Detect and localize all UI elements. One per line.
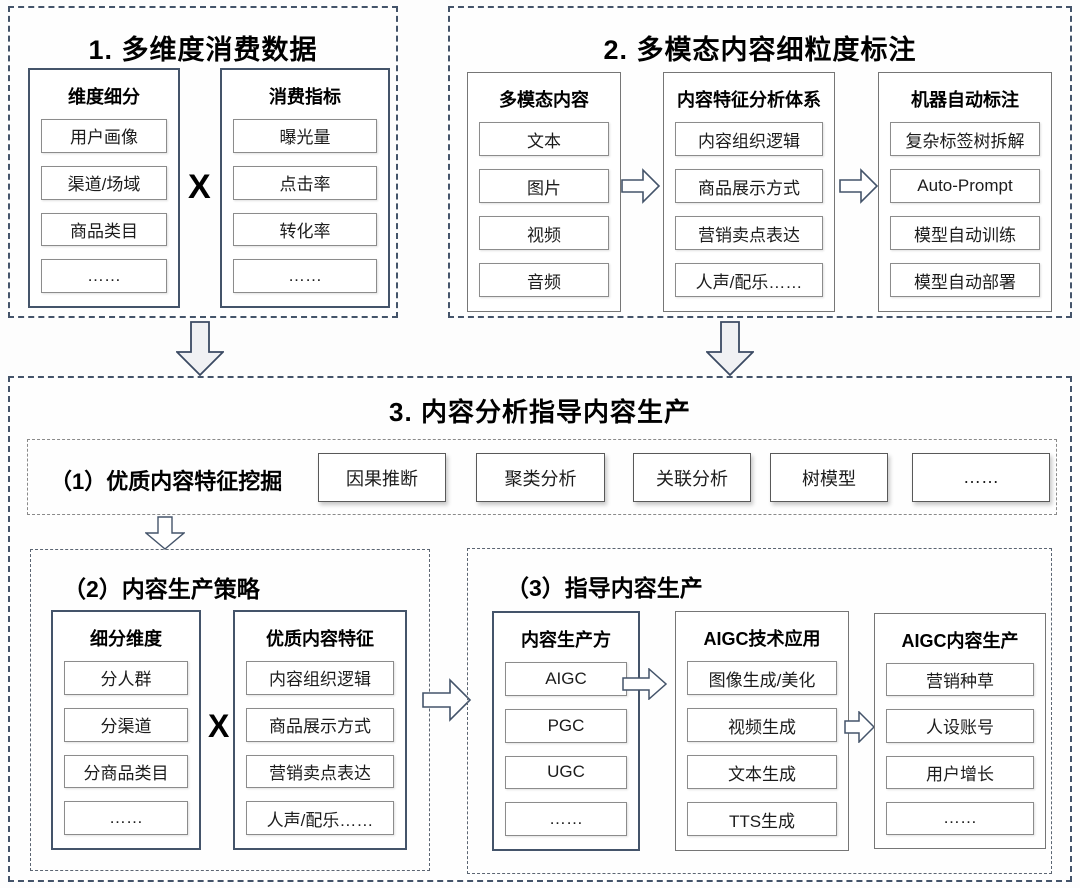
guided-production-box: （3）指导内容生产 内容生产方 AIGC PGC UGC …… AIGC技术应用… [467, 548, 1052, 874]
multimodal-content-container: 多模态内容 文本 图片 视频 音频 [467, 72, 621, 312]
aigc-output-header: AIGC内容生产 [901, 631, 1019, 651]
right-arrow-icon [844, 711, 876, 743]
segment-item: …… [64, 801, 188, 835]
producer-container: 内容生产方 AIGC PGC UGC …… [492, 611, 640, 851]
consumption-metric-header: 消费指标 [269, 87, 341, 107]
feature-mining-strip: （1）优质内容特征挖掘 因果推断 聚类分析 关联分析 树模型 …… [27, 439, 1057, 515]
right-arrow-icon [621, 168, 661, 204]
section-multimodal-annotation: 2. 多模态内容细粒度标注 多模态内容 文本 图片 视频 音频 内容特征分析体系… [448, 6, 1072, 318]
quality-feature-item: 内容组织逻辑 [246, 661, 394, 695]
auto-annotation-header: 机器自动标注 [911, 90, 1019, 110]
section3-title: 3. 内容分析指导内容生产 [389, 397, 691, 427]
metric-item: 曝光量 [233, 119, 377, 153]
right-arrow-icon [622, 668, 668, 700]
aigc-output-item: …… [886, 801, 1034, 835]
aigc-tech-item: 图像生成/美化 [687, 661, 837, 695]
dimension-item: …… [41, 259, 167, 293]
metric-item: 转化率 [233, 212, 377, 247]
aigc-output-item: 营销种草 [886, 663, 1034, 697]
cross-operator: X [188, 168, 211, 206]
consumption-metric-container: 消费指标 曝光量 点击率 转化率 …… [220, 68, 390, 308]
annotation-item: 模型自动训练 [890, 216, 1040, 250]
producer-item: …… [505, 802, 627, 836]
metric-item: …… [233, 259, 377, 293]
down-arrow-icon [176, 321, 224, 377]
aigc-tech-container: AIGC技术应用 图像生成/美化 视频生成 文本生成 TTS生成 [675, 611, 849, 851]
aigc-output-container: AIGC内容生产 营销种草 人设账号 用户增长 …… [874, 613, 1046, 849]
production-strategy-box: （2）内容生产策略 细分维度 分人群 分渠道 分商品类目 …… X 优质内容特征… [30, 549, 430, 871]
producer-item: AIGC [505, 662, 627, 696]
dimension-item: 用户画像 [41, 119, 167, 153]
down-arrow-icon [145, 516, 185, 550]
guided-production-title: （3）指导内容生产 [506, 575, 703, 601]
quality-feature-item: 商品展示方式 [246, 707, 394, 742]
segment-item: 分商品类目 [64, 754, 188, 789]
segmentation-container: 细分维度 分人群 分渠道 分商品类目 …… [51, 610, 201, 850]
auto-annotation-container: 机器自动标注 复杂标签树拆解 Auto-Prompt 模型自动训练 模型自动部署 [878, 72, 1052, 312]
mining-method-item: 树模型 [770, 453, 888, 502]
annotation-item: 模型自动部署 [890, 263, 1040, 297]
modality-item: 视频 [479, 216, 609, 250]
down-arrow-icon [706, 321, 754, 377]
modality-item: 文本 [479, 122, 609, 156]
production-strategy-title: （2）内容生产策略 [63, 576, 260, 602]
modality-item: 图片 [479, 169, 609, 203]
aigc-tech-item: TTS生成 [687, 802, 837, 836]
feature-item: 人声/配乐…… [675, 263, 823, 297]
section-consumption-data: 1. 多维度消费数据 维度细分 用户画像 渠道/场域 商品类目 …… X 消费指… [8, 6, 398, 318]
dimension-item: 商品类目 [41, 212, 167, 247]
annotation-item: 复杂标签树拆解 [890, 122, 1040, 156]
mining-method-item: …… [912, 453, 1050, 502]
segmentation-header: 细分维度 [90, 629, 162, 649]
feature-item: 商品展示方式 [675, 169, 823, 203]
feature-item: 内容组织逻辑 [675, 122, 823, 156]
aigc-output-item: 人设账号 [886, 709, 1034, 743]
quality-feature-container: 优质内容特征 内容组织逻辑 商品展示方式 营销卖点表达 人声/配乐…… [233, 610, 407, 850]
mining-method-item: 关联分析 [633, 453, 751, 502]
feature-analysis-container: 内容特征分析体系 内容组织逻辑 商品展示方式 营销卖点表达 人声/配乐…… [663, 72, 835, 312]
dimension-breakdown-container: 维度细分 用户画像 渠道/场域 商品类目 …… [28, 68, 180, 308]
dimension-item: 渠道/场域 [41, 165, 167, 200]
aigc-output-item: 用户增长 [886, 755, 1034, 789]
section2-title: 2. 多模态内容细粒度标注 [603, 35, 917, 65]
producer-item: PGC [505, 708, 627, 743]
dimension-breakdown-header: 维度细分 [68, 87, 140, 107]
section-content-production: 3. 内容分析指导内容生产 （1）优质内容特征挖掘 因果推断 聚类分析 关联分析… [8, 376, 1072, 882]
aigc-tech-item: 视频生成 [687, 708, 837, 742]
mining-method-item: 聚类分析 [476, 453, 605, 502]
cross-operator: X [208, 708, 230, 744]
feature-analysis-header: 内容特征分析体系 [677, 90, 821, 110]
quality-feature-header: 优质内容特征 [266, 629, 374, 649]
right-arrow-icon [839, 168, 879, 204]
annotation-item: Auto-Prompt [890, 169, 1040, 203]
feature-mining-label: （1）优质内容特征挖掘 [50, 469, 283, 494]
segment-item: 分人群 [64, 661, 188, 695]
mining-method-item: 因果推断 [318, 453, 446, 502]
quality-feature-item: 人声/配乐…… [246, 801, 394, 835]
modality-item: 音频 [479, 263, 609, 297]
metric-item: 点击率 [233, 165, 377, 200]
multimodal-content-header: 多模态内容 [499, 90, 589, 110]
quality-feature-item: 营销卖点表达 [246, 754, 394, 789]
section1-title: 1. 多维度消费数据 [88, 35, 318, 65]
producer-header: 内容生产方 [521, 630, 611, 650]
feature-item: 营销卖点表达 [675, 216, 823, 250]
right-arrow-icon [422, 678, 472, 722]
aigc-tech-item: 文本生成 [687, 755, 837, 789]
aigc-tech-header: AIGC技术应用 [703, 629, 821, 649]
segment-item: 分渠道 [64, 707, 188, 742]
producer-item: UGC [505, 755, 627, 790]
